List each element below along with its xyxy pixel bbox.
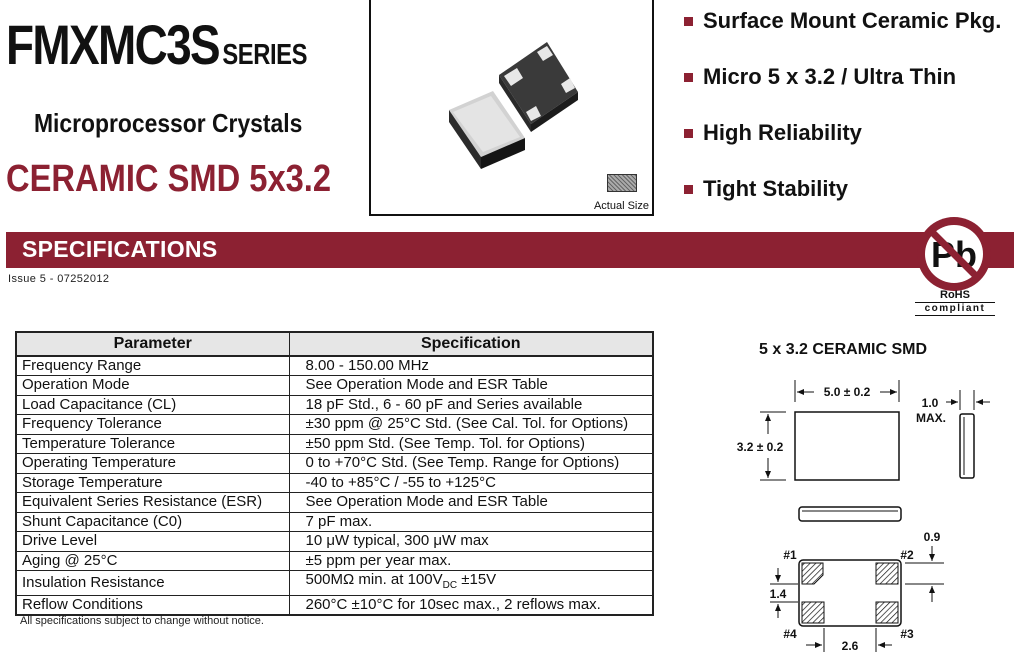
parameter-cell: Load Capacitance (CL) [15, 394, 290, 415]
parameter-cell: Frequency Tolerance [15, 414, 290, 435]
bullet-square-icon [684, 184, 693, 194]
width-dimension: 5.0 ± 0.2 [824, 385, 871, 399]
table-header-row: Parameter Specification [15, 331, 654, 357]
pin-1-label: #1 [783, 548, 797, 562]
table-row: Frequency Tolerance±30 ppm @ 25°C Std. (… [15, 414, 654, 435]
top-view-outline [794, 411, 900, 481]
feature-item: Micro 5 x 3.2 / Ultra Thin [684, 64, 956, 90]
table-row: Aging @ 25°C±5 ppm per year max. [15, 550, 654, 571]
crystal-chip-back [499, 42, 578, 132]
specification-cell: See Operation Mode and ESR Table [288, 492, 654, 513]
pad-spacing-horizontal: 2.6 [842, 639, 859, 653]
pad-dimension: 0.9 [924, 530, 941, 544]
parameter-cell: Aging @ 25°C [15, 550, 290, 571]
specification-cell: ±5 ppm per year max. [288, 550, 654, 571]
parameter-cell: Storage Temperature [15, 472, 290, 493]
pad-4 [801, 601, 825, 624]
specification-cell: 18 pF Std., 6 - 60 pF and Series availab… [288, 394, 654, 415]
thickness-max-label: MAX. [916, 411, 946, 425]
parameter-cell: Reflow Conditions [15, 595, 290, 616]
pin-2-label: #2 [900, 548, 914, 562]
height-dimension: 3.2 ± 0.2 [737, 440, 784, 454]
front-view-outline [798, 506, 902, 522]
specification-cell: 7 pF max. [288, 511, 654, 532]
pad-1 [801, 562, 824, 585]
dc-subscript: DC [442, 580, 458, 591]
specification-cell: 10 μW typical, 300 μW max [288, 531, 654, 552]
series-label: SERIES [222, 39, 308, 71]
table-row: Equivalent Series Resistance (ESR)See Op… [15, 492, 654, 513]
specifications-banner [6, 232, 1014, 268]
feature-item: Tight Stability [684, 176, 848, 202]
parameter-cell: Temperature Tolerance [15, 433, 290, 454]
product-image-box: Actual Size [369, 0, 654, 216]
parameter-cell: Frequency Range [15, 355, 290, 376]
parameter-cell: Shunt Capacitance (C0) [15, 511, 290, 532]
specification-cell: See Operation Mode and ESR Table [288, 375, 654, 396]
pad-3 [875, 601, 899, 624]
bullet-square-icon [684, 72, 693, 82]
pad-2 [875, 562, 899, 585]
specification-cell: 0 to +70°C Std. (See Temp. Range for Opt… [288, 453, 654, 474]
specification-cell: 500MΩ min. at 100VDC ±15V [288, 570, 654, 596]
specification-cell: 260°C ±10°C for 10sec max., 2 reflows ma… [288, 595, 654, 616]
parameter-cell: Operation Mode [15, 375, 290, 396]
table-row: Temperature Tolerance±50 ppm Std. (See T… [15, 433, 654, 454]
feature-item: Surface Mount Ceramic Pkg. [684, 8, 1001, 34]
parameter-cell: Insulation Resistance [15, 570, 290, 596]
table-row: Load Capacitance (CL)18 pF Std., 6 - 60 … [15, 394, 654, 415]
feature-item: High Reliability [684, 120, 862, 146]
specification-cell: ±50 ppm Std. (See Temp. Tol. for Options… [288, 433, 654, 454]
rohs-pb-free-icon: Pb [917, 217, 991, 291]
parameter-cell: Equivalent Series Resistance (ESR) [15, 492, 290, 513]
issue-number: Issue 5 - 07252012 [8, 273, 110, 285]
table-row: Storage Temperature-40 to +85°C / -55 to… [15, 472, 654, 493]
specifications-title: SPECIFICATIONS [22, 236, 218, 262]
parameter-cell: Operating Temperature [15, 453, 290, 474]
pin-3-label: #3 [900, 627, 914, 641]
disclaimer-note: All specifications subject to change wit… [20, 615, 264, 627]
diagram-title: 5 x 3.2 CERAMIC SMD [759, 341, 928, 358]
column-header-parameter: Parameter [15, 331, 290, 357]
column-header-specification: Specification [288, 331, 654, 357]
actual-size-chip [607, 174, 637, 192]
crystal-chip-front [449, 91, 525, 169]
thickness-dimension: 1.0 [922, 396, 939, 410]
pin-4-label: #4 [783, 627, 797, 641]
model-number: FMXMC3S [6, 13, 221, 76]
crystal-package-illustration [449, 42, 578, 169]
dimension-diagram: 5.0 ± 0.2 3.2 ± 0.2 1.0 MAX. #1 #2 #3 #4… [737, 380, 990, 653]
product-subtitle: Microprocessor Crystals [34, 108, 303, 138]
rohs-compliant: compliant [915, 302, 995, 316]
pad-spacing-vertical: 1.4 [770, 587, 787, 601]
table-row: Shunt Capacitance (C0)7 pF max. [15, 511, 654, 532]
package-title: CERAMIC SMD 5x3.2 [6, 158, 332, 200]
specification-cell: -40 to +85°C / -55 to +125°C [288, 472, 654, 493]
specification-cell: ±30 ppm @ 25°C Std. (See Cal. Tol. for O… [288, 414, 654, 435]
actual-size-label: Actual Size [593, 200, 649, 212]
side-view-outline [959, 413, 975, 479]
parameter-cell: Drive Level [15, 531, 290, 552]
bullet-square-icon [684, 128, 693, 138]
specification-cell: 8.00 - 150.00 MHz [288, 355, 654, 376]
bullet-square-icon [684, 16, 693, 26]
